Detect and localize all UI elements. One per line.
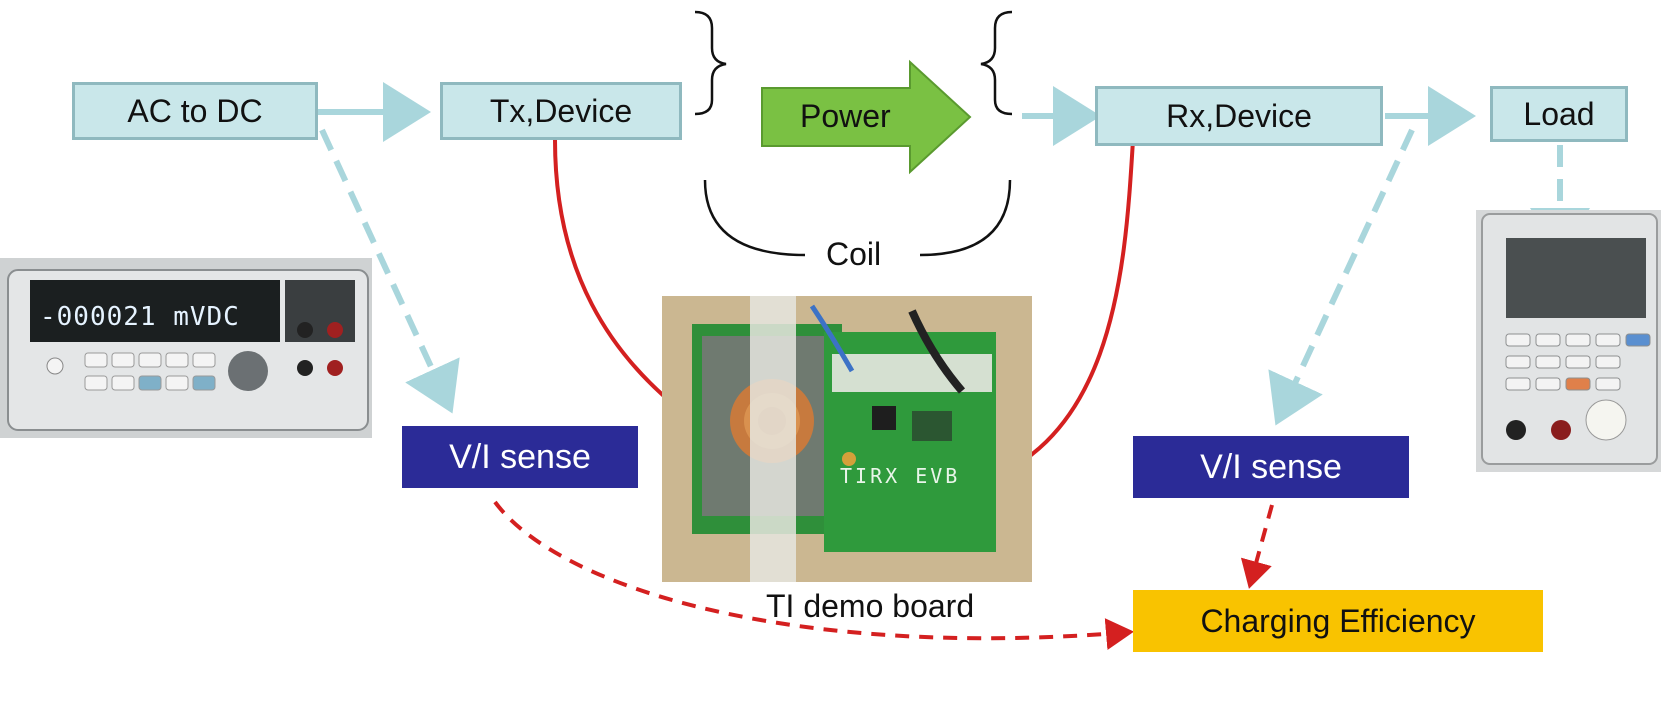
arrow-rx-to-sense <box>1268 128 1415 426</box>
load-block: Load <box>1490 86 1628 142</box>
charging-efficiency-box: Charging Efficiency <box>1133 590 1543 652</box>
vi-sense-left: V/I sense <box>402 426 638 488</box>
power-label: Power <box>800 98 891 134</box>
board-silkscreen-label: TIRX EVB <box>840 464 961 488</box>
ac-to-dc-block: AC to DC <box>72 82 318 140</box>
bracket-left <box>694 10 727 116</box>
coil-arc-right <box>919 179 1012 257</box>
coil-arc-left <box>703 179 806 257</box>
meter-display-readout: -000021 mVDC <box>40 302 240 332</box>
red-dashed-sense-to-efficiency-right <box>1240 504 1274 589</box>
vi-sense-right: V/I sense <box>1133 436 1409 498</box>
power-arrow <box>761 59 972 175</box>
red-dashed-sense-to-efficiency <box>493 500 1134 650</box>
tx-device-block: Tx,Device <box>440 82 682 140</box>
arrow-acdc-to-sense <box>319 128 460 414</box>
ti-demo-board-label: TI demo board <box>766 588 975 624</box>
ti-demo-board-photo: TIRX EVB <box>662 296 1032 582</box>
multimeter-photo: -000021 mVDC <box>0 258 372 438</box>
rx-device-block: Rx,Device <box>1095 86 1383 146</box>
bracket-right <box>980 10 1013 116</box>
electronic-load-photo <box>1476 210 1661 472</box>
coil-label: Coil <box>826 236 882 272</box>
